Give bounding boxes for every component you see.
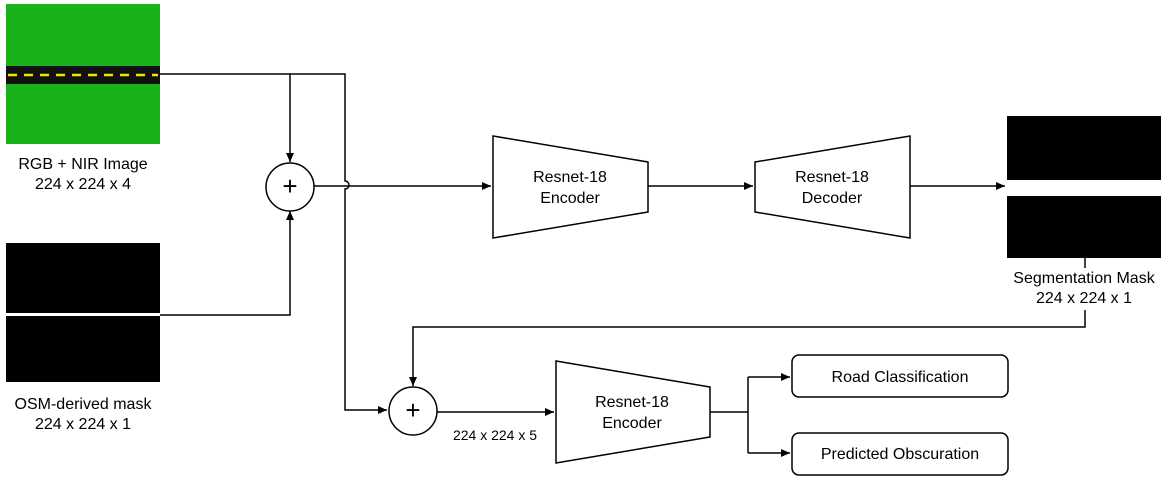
encoder-bottom-line1: Resnet-18	[595, 394, 669, 411]
rgb-nir-image	[6, 4, 160, 144]
rgb-nir-shape: 224 x 224 x 4	[35, 176, 131, 193]
segmask-label: Segmentation Mask	[1013, 270, 1155, 287]
rgb-nir-label: RGB + NIR Image	[18, 156, 147, 173]
segmask-shape: 224 x 224 x 1	[1036, 290, 1132, 307]
road-classification-box	[791, 354, 1009, 398]
concat-bottom-circle	[388, 386, 438, 436]
osm-mask-image	[6, 243, 160, 382]
edge-segmask-to-concat-bottom	[409, 310, 1086, 386]
osm-mask-bottom	[6, 316, 160, 382]
edge-osm-to-concat-top	[160, 211, 294, 316]
predicted-obscuration-box	[791, 432, 1009, 476]
rgb-nir-road	[6, 66, 160, 84]
segmentation-mask-image	[1007, 116, 1161, 258]
concat-bottom-plus: +	[405, 395, 420, 425]
combined-shape-label: 224 x 224 x 5	[453, 427, 537, 443]
decoder-block	[754, 135, 911, 239]
encoder-top-line1: Resnet-18	[533, 169, 607, 186]
decoder-line2: Decoder	[802, 190, 863, 207]
encoder-top-block	[492, 135, 649, 239]
encoder-top-line2: Encoder	[540, 190, 600, 207]
edge-rgb-to-concat-top	[160, 73, 294, 162]
segmask-top	[1007, 116, 1161, 180]
road-classification-label: Road Classification	[832, 369, 969, 386]
edge-rgb-to-concat-bottom	[290, 73, 387, 414]
segmask-bottom	[1007, 196, 1161, 258]
osm-mask-label: OSM-derived mask	[15, 396, 153, 413]
osm-mask-shape: 224 x 224 x 1	[35, 416, 131, 433]
concat-top-plus: +	[282, 171, 297, 201]
decoder-line1: Resnet-18	[795, 169, 869, 186]
osm-mask-top	[6, 243, 160, 313]
predicted-obscuration-label: Predicted Obscuration	[821, 446, 979, 463]
encoder-bottom-line2: Encoder	[602, 415, 662, 432]
encoder-bottom-block	[555, 360, 711, 464]
edge-encoder-to-outputs-trunk	[710, 377, 749, 453]
concat-top-circle	[265, 162, 315, 212]
